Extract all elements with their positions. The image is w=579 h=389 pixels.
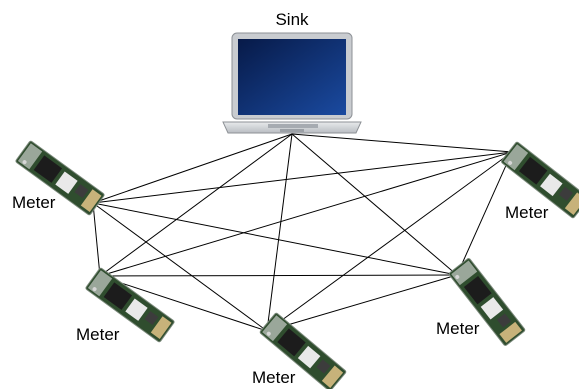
edge-sink-m3 <box>99 133 293 277</box>
edge-sink-m4 <box>266 133 293 332</box>
meter-4-label: Meter <box>252 368 296 387</box>
meter-5-label: Meter <box>436 319 480 338</box>
edge-m2-m4 <box>266 151 513 332</box>
edge-m3-m4 <box>99 275 268 332</box>
edge-m1-m4 <box>92 202 268 332</box>
sink-label: Sink <box>275 10 309 29</box>
edge-m2-m3 <box>99 151 513 277</box>
edge-sink-m5 <box>291 133 458 276</box>
edge-m2-m5 <box>456 151 513 276</box>
edge-sink-m2 <box>291 133 513 153</box>
edge-m1-m2 <box>92 151 513 204</box>
edge-m4-m5 <box>266 274 458 332</box>
meter-2-label: Meter <box>505 203 549 222</box>
edge-m1-m5 <box>92 202 458 276</box>
meter-1-label: Meter <box>12 193 56 212</box>
edge-m1-m3 <box>92 202 101 277</box>
connection-lines <box>92 133 513 332</box>
meter-3-label: Meter <box>76 325 120 344</box>
edge-sink-m1 <box>92 133 293 204</box>
edge-m3-m5 <box>99 274 458 277</box>
sink-laptop-icon <box>222 32 362 134</box>
